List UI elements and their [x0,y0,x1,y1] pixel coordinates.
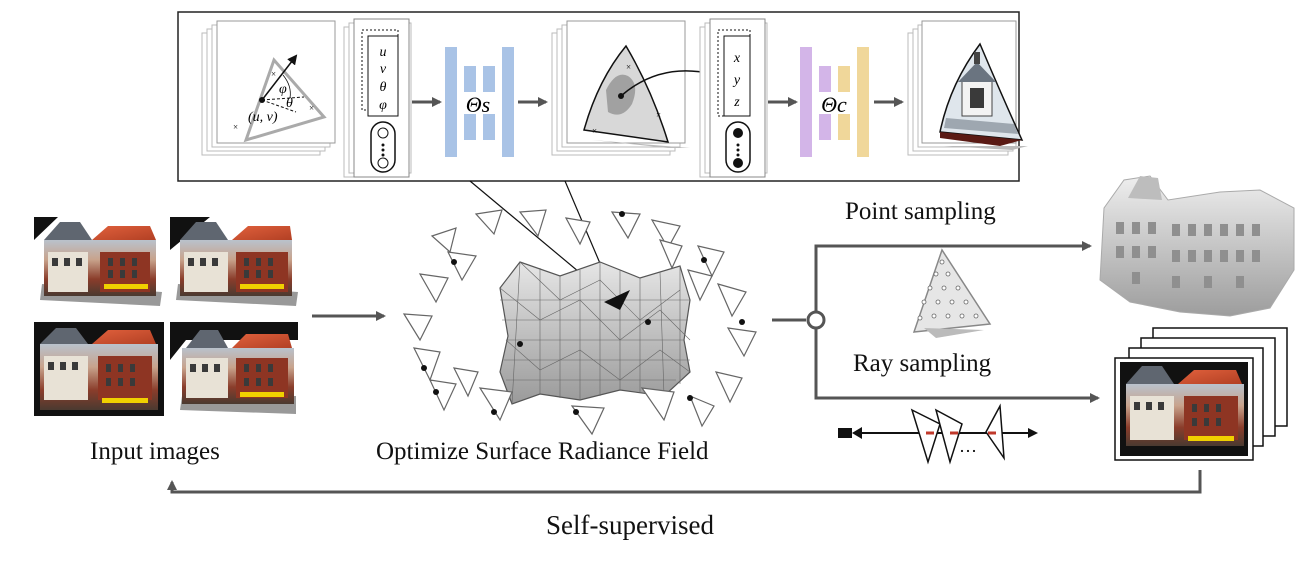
xyz-vector-cards: x y z [699,18,768,178]
phi-symbol: φ [279,82,287,97]
theta-symbol: θ [286,96,293,111]
vector-phi: φ [379,98,387,113]
geometry-patch-stack: × × × [551,20,714,156]
output-renders-stack [1114,327,1288,461]
camera-icon [838,428,852,438]
svg-text:×: × [656,110,661,120]
surface-mesh [499,261,691,405]
optimize-label: Optimize Surface Radiance Field [376,438,709,465]
svg-text:×: × [592,126,597,136]
vector-z: z [733,95,740,110]
uv-patch-stack: × × × φ θ (u, v) [201,20,336,156]
theta-c-label: Θc [821,92,847,117]
input-image-1 [34,217,164,309]
vector-theta: θ [380,80,387,95]
sampling-triangle-icon [912,248,992,338]
pipeline-inset: × × × φ θ (u, v) u v θ φ [177,11,1028,303]
ray-sampling-diagram: ··· [838,403,1038,465]
mesh-wireframe [499,261,691,405]
input-image-4 [170,322,298,416]
vector-y: y [732,73,741,88]
input-vector-cards: u v θ φ [343,18,412,178]
network-theta-s: Θs [445,47,514,157]
vector-u: u [380,45,387,60]
ray-ellipsis: ··· [959,441,977,461]
branch-connector [772,241,1100,403]
radiance-patch-stack [907,20,1028,156]
uv-coordinate-label: (u, v) [248,110,278,125]
svg-text:×: × [271,69,276,79]
svg-text:×: × [233,122,238,132]
theta-s-label: Θs [466,92,490,117]
input-image-3 [34,322,164,416]
ray-sampling-label: Ray sampling [853,350,992,377]
output-geometry [1099,175,1295,317]
vector-v: v [380,62,387,77]
highlighted-patch [604,290,630,310]
input-images-grid [34,217,298,416]
mesh-and-cameras [402,209,757,436]
svg-text:×: × [626,62,631,72]
svg-text:×: × [309,103,314,113]
input-images-label: Input images [90,438,220,465]
camera-frustums [402,209,757,436]
point-sampling-label: Point sampling [845,198,996,225]
self-supervised-arrow [167,470,1202,494]
vector-x: x [733,51,741,66]
network-theta-c: Θc [800,47,869,157]
input-image-2 [170,217,298,309]
camera-centers [421,211,745,415]
self-supervised-label: Self-supervised [546,510,714,540]
